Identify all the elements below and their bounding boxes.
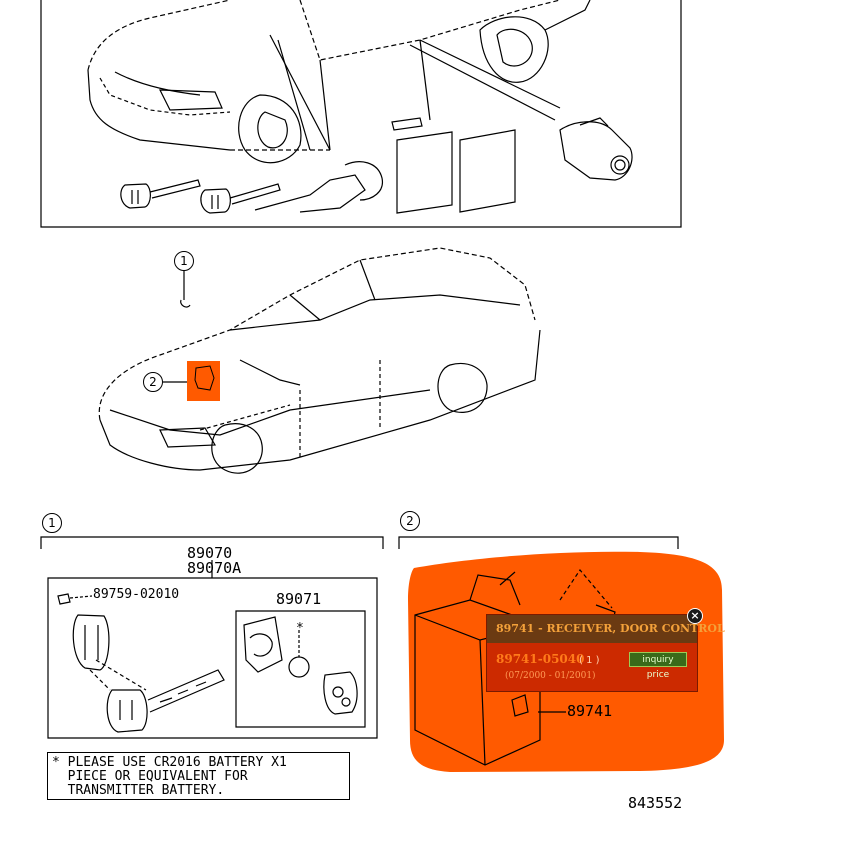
- callout-2-car[interactable]: 2: [143, 372, 163, 392]
- label-89070: 89070: [187, 544, 233, 562]
- popup-part-number-link[interactable]: 89741-05040: [496, 652, 585, 666]
- section-callout-1: 1: [42, 513, 62, 533]
- top-car-diagram: [40, 0, 682, 228]
- popup-close-icon[interactable]: ×: [687, 608, 703, 624]
- transmitter-assembly-drawing: [40, 536, 384, 739]
- callout-1-car[interactable]: 1: [174, 251, 194, 271]
- label-asterisk: *: [296, 621, 304, 636]
- battery-note: * PLEASE USE CR2016 BATTERY X1 PIECE OR …: [47, 752, 350, 800]
- section-callout-2: 2: [400, 511, 420, 531]
- label-89759-02010: 89759-02010: [93, 587, 180, 602]
- popup-date-range: (07/2000 - 01/2001): [505, 671, 596, 681]
- note-line-1: * PLEASE USE CR2016 BATTERY X1: [52, 755, 287, 770]
- receiver-location-highlight[interactable]: [187, 361, 220, 401]
- note-line-3: TRANSMITTER BATTERY.: [52, 783, 225, 798]
- label-89070a: 89070A: [187, 559, 242, 577]
- middle-car-diagram: [98, 247, 541, 474]
- popup-quantity: ( 1 ): [579, 655, 600, 666]
- label-89071: 89071: [276, 590, 322, 608]
- note-line-2: PIECE OR EQUIVALENT FOR: [52, 769, 248, 784]
- part-info-popup: 89741 - RECEIVER, DOOR CONTROL 89741-050…: [487, 615, 725, 691]
- diagram-id: 843552: [628, 794, 683, 812]
- popup-title: 89741 - RECEIVER, DOOR CONTROL: [487, 615, 725, 643]
- label-89741: 89741: [567, 702, 613, 720]
- inquiry-price-button[interactable]: inquiry price: [629, 652, 687, 680]
